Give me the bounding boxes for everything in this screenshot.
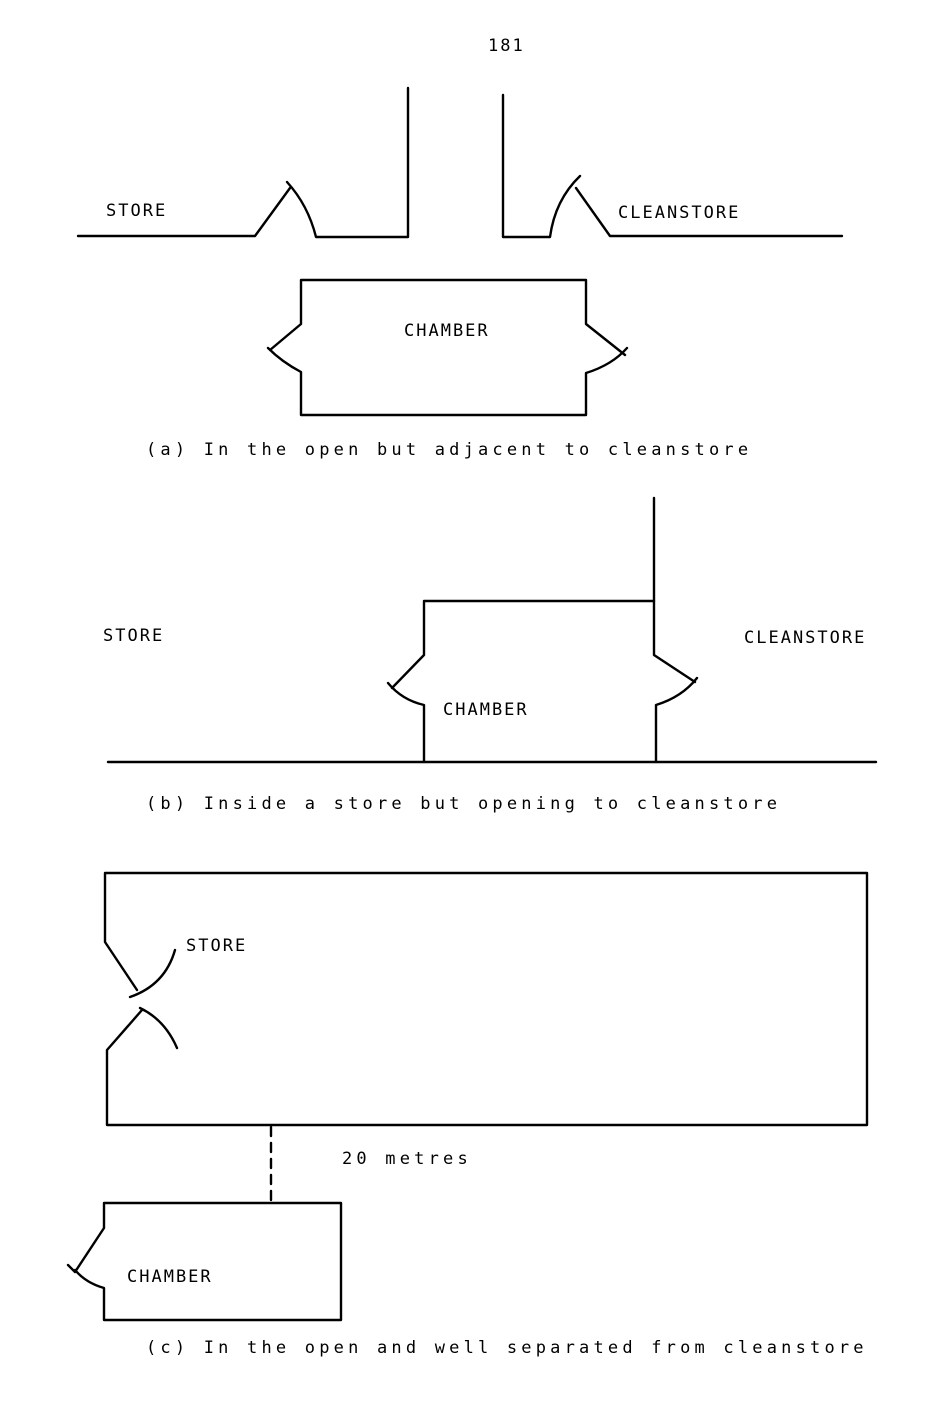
panel-c: STORE 20 metres CHAMBER (c) In the open … bbox=[66, 871, 869, 1358]
caption-b: (b) Inside a store but opening to cleans… bbox=[146, 794, 781, 814]
store-label-a: STORE bbox=[106, 201, 167, 221]
chamber-label-b: CHAMBER bbox=[443, 700, 529, 720]
chamber-label-c: CHAMBER bbox=[127, 1267, 213, 1287]
panel-a: STORE CLEANSTORE CHAMBER (a) In the open… bbox=[76, 86, 844, 460]
caption-c: (c) In the open and well separated from … bbox=[146, 1338, 868, 1358]
cleanstore-label-b: CLEANSTORE bbox=[744, 628, 866, 648]
store-label-b: STORE bbox=[103, 626, 164, 646]
chamber-b bbox=[386, 599, 699, 764]
panel-b: STORE CLEANSTORE CHAMBER (b) Inside a st… bbox=[103, 496, 878, 814]
chamber-a bbox=[266, 278, 629, 417]
store-building-c bbox=[103, 871, 869, 1127]
store-wall-a bbox=[76, 86, 410, 239]
store-label-c: STORE bbox=[186, 936, 247, 956]
cleanstore-label-a: CLEANSTORE bbox=[618, 203, 740, 223]
page-number: 181 bbox=[488, 36, 525, 56]
chamber-label-a: CHAMBER bbox=[404, 321, 490, 341]
caption-a: (a) In the open but adjacent to cleansto… bbox=[146, 440, 752, 460]
distance-label-c: 20 metres bbox=[342, 1149, 472, 1169]
cleanstore-wall-a bbox=[501, 93, 844, 239]
chamber-c bbox=[66, 1201, 343, 1322]
